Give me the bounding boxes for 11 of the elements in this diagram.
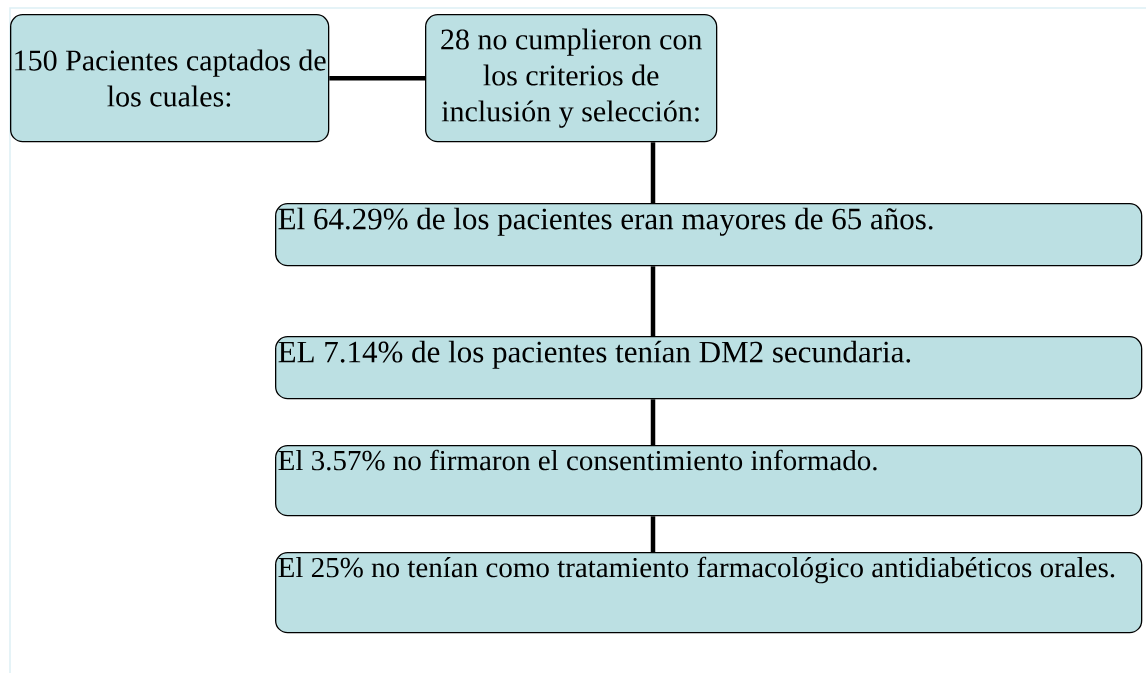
- text-box: 28 no cumplieron con los criterios de inclusión y selección:: [425, 14, 718, 143]
- connector-line: [650, 516, 656, 552]
- connector-line: [650, 399, 656, 445]
- text-box: El 25% no tenían como tratamiento farmacológico antidiabéticos orales.: [275, 552, 1143, 634]
- text-box: El 64.29% de los pacientes eran mayores de 65 años.: [275, 203, 1143, 267]
- text-box: El 3.57% no firmaron el consentimiento informado.: [275, 445, 1143, 517]
- text-box: 150 Pacientes captados de los cuales:: [10, 14, 330, 143]
- text-box: EL 7.14% de los pacientes tenían DM2 secundaria.: [275, 336, 1143, 400]
- connector-line: [329, 75, 425, 81]
- connector-line: [650, 142, 656, 203]
- connector-line: [650, 266, 656, 336]
